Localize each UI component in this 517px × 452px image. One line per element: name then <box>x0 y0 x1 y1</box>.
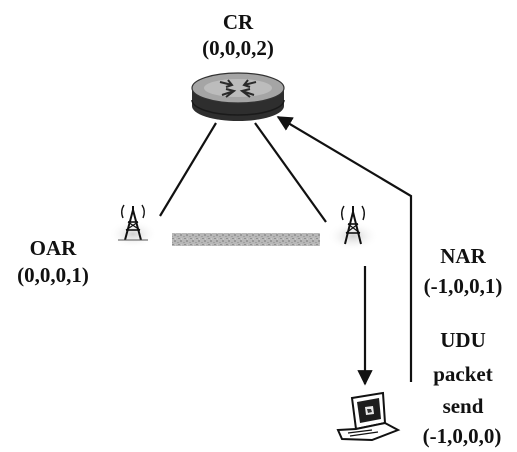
mobile-label-line-1: UDU <box>440 328 486 352</box>
oar-name: OAR <box>29 236 77 260</box>
oar-coordinates: (0,0,0,1) <box>17 263 89 287</box>
nar-name: NAR <box>440 244 486 268</box>
mobile-coordinates: (-1,0,0,0) <box>422 424 502 448</box>
link-cr-oar <box>159 122 217 217</box>
laptop-icon <box>336 391 401 442</box>
nar-antenna-tower-icon <box>327 205 379 251</box>
router-icon <box>191 72 285 121</box>
oar-nar-tunnel <box>172 233 320 246</box>
nar-coordinates: (-1,0,0,1) <box>423 274 503 298</box>
mobile-label-line-3: send <box>442 394 484 418</box>
mobile-label-line-2: packet <box>433 362 493 386</box>
cr-coordinates: (0,0,0,2) <box>202 36 274 60</box>
link-cr-nar <box>254 122 327 223</box>
arrow-mobile-to-cr <box>276 116 413 382</box>
cr-name: CR <box>222 10 254 34</box>
oar-antenna-tower-icon <box>109 204 157 248</box>
